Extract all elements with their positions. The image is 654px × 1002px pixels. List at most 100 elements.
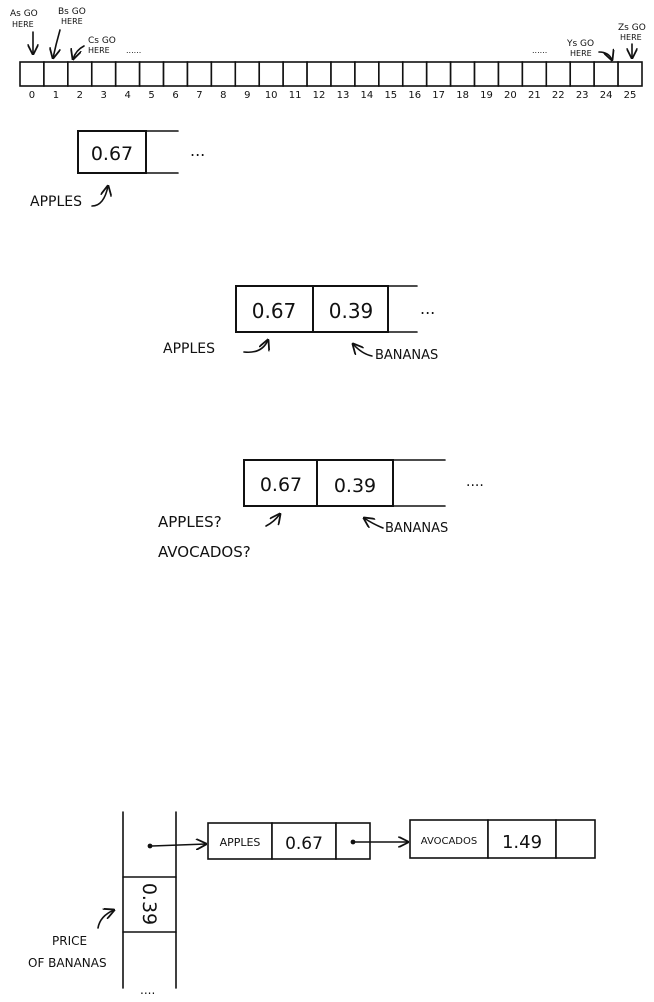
arrow-y-icon — [598, 52, 612, 60]
array-slot-23 — [569, 61, 595, 87]
step4-hash-table: 0.39 PRICE OF BANANAS .... APPLES 0.67 A… — [28, 811, 596, 997]
bucket-column — [122, 811, 177, 989]
arrow-c-icon — [73, 45, 85, 59]
array-index-5: 5 — [148, 90, 154, 101]
note-y-line2: HERE — [570, 49, 592, 58]
array-slot-5 — [138, 61, 165, 87]
node2-value-cell — [487, 819, 557, 859]
node2-value: 1.49 — [502, 832, 542, 853]
note-y-line1: Ys GO — [566, 39, 594, 49]
array-slot-1 — [43, 61, 69, 87]
step3-value-1: 0.39 — [334, 475, 376, 497]
array-slot-16 — [401, 61, 428, 87]
bucket-bottom-dots: .... — [140, 983, 155, 997]
step1-array: 0.67 ... APPLES — [30, 130, 205, 210]
step2-arrow-left-icon — [243, 340, 268, 354]
array-slot-7 — [186, 61, 213, 87]
array-slot-0 — [19, 61, 45, 87]
array-index-3: 3 — [101, 90, 107, 101]
array-index-24: 24 — [600, 90, 613, 101]
array-slot-14 — [354, 61, 380, 87]
step2-cell-2 — [387, 285, 418, 333]
array-index-6: 6 — [172, 90, 178, 101]
step3-cell-0 — [243, 459, 318, 507]
note-c-line1: Cs GO — [88, 36, 116, 46]
array-slot-20 — [497, 61, 524, 87]
bucket-pointer-arrow-icon — [151, 844, 206, 846]
arrow-b-icon — [53, 29, 61, 58]
array-slot-3 — [90, 61, 117, 87]
step2-label-right: BANANAS — [375, 348, 438, 363]
step1-ellipsis: ... — [190, 141, 205, 160]
note-c-line2: HERE — [88, 46, 110, 55]
array-index-21: 21 — [528, 90, 541, 101]
step3-cell-1 — [316, 459, 394, 507]
array-index-19: 19 — [480, 90, 493, 101]
step1-value: 0.67 — [91, 143, 133, 165]
array-slot-9 — [234, 61, 261, 87]
array-index-23: 23 — [576, 90, 589, 101]
note-b-line2: HERE — [61, 17, 83, 26]
note-c-dots: ...... — [126, 46, 141, 55]
node2-next-cell — [555, 819, 596, 859]
array-slot-19 — [473, 61, 500, 87]
array-index-4: 4 — [124, 90, 130, 101]
step1-arrow-icon — [91, 186, 108, 207]
array-index-10: 10 — [265, 90, 278, 101]
array-slot-17 — [425, 61, 452, 87]
step3-label-left-1: APPLES? — [158, 513, 222, 531]
array-slot-13 — [330, 61, 356, 87]
node1-value-cell — [271, 822, 337, 860]
node1-key-cell — [207, 822, 273, 860]
node1-key: APPLES — [220, 836, 261, 849]
step2-label-left: APPLES — [163, 341, 215, 357]
array-index-22: 22 — [552, 90, 565, 101]
step2-cell-1 — [312, 285, 389, 333]
array-slot-24 — [593, 61, 619, 87]
price-label-2: OF BANANAS — [28, 956, 107, 970]
price-label-1: PRICE — [52, 934, 87, 948]
array-index-16: 16 — [408, 90, 421, 101]
step2-arrow-right-icon — [353, 344, 373, 357]
note-right-dots: ...... — [532, 46, 547, 55]
array-slot-10 — [258, 61, 284, 87]
array-slot-25 — [617, 61, 643, 87]
array-index-9: 9 — [244, 90, 250, 101]
node2-key-cell — [409, 819, 489, 859]
array-index-8: 8 — [220, 90, 226, 101]
node2-key: AVOCADOS — [421, 836, 477, 847]
step3-array: 0.67 0.39 .... APPLES? AVOCADOS? BANANAS — [158, 459, 484, 561]
step2-array: 0.67 0.39 ... APPLES BANANAS — [163, 285, 438, 363]
array-slot-6 — [162, 61, 189, 87]
step3-label-left-2: AVOCADOS? — [158, 543, 251, 561]
note-z-line1: Zs GO — [618, 23, 646, 33]
array-index-12: 12 — [313, 90, 326, 101]
step1-label: APPLES — [30, 194, 82, 210]
step3-value-0: 0.67 — [260, 474, 302, 496]
chain-node-apples: APPLES 0.67 — [207, 822, 408, 860]
note-a-line2: HERE — [12, 20, 34, 29]
array-slot-18 — [449, 61, 476, 87]
array-slot-22 — [545, 61, 572, 87]
note-b-line1: Bs GO — [58, 7, 86, 17]
array-notes: As GO HERE Bs GO HERE Cs GO HERE ...... … — [10, 7, 646, 60]
array-index-15: 15 — [384, 90, 397, 101]
array-index-17: 17 — [432, 90, 445, 101]
step1-cell-0 — [77, 130, 147, 174]
array-slot-8 — [210, 61, 237, 87]
array-index-0: 0 — [29, 90, 35, 101]
chain-node-avocados: AVOCADOS 1.49 — [409, 819, 596, 859]
array-slot-11 — [282, 61, 308, 87]
step1-cell-1 — [145, 130, 179, 174]
step3-ellipsis: .... — [466, 474, 484, 490]
step3-cell-2 — [392, 459, 446, 507]
array-index-1: 1 — [53, 90, 59, 101]
array-index-14: 14 — [361, 90, 374, 101]
array-index-11: 11 — [289, 90, 302, 101]
array-index-2: 2 — [77, 90, 83, 101]
array-index-7: 7 — [196, 90, 202, 101]
step2-ellipsis: ... — [420, 299, 435, 318]
